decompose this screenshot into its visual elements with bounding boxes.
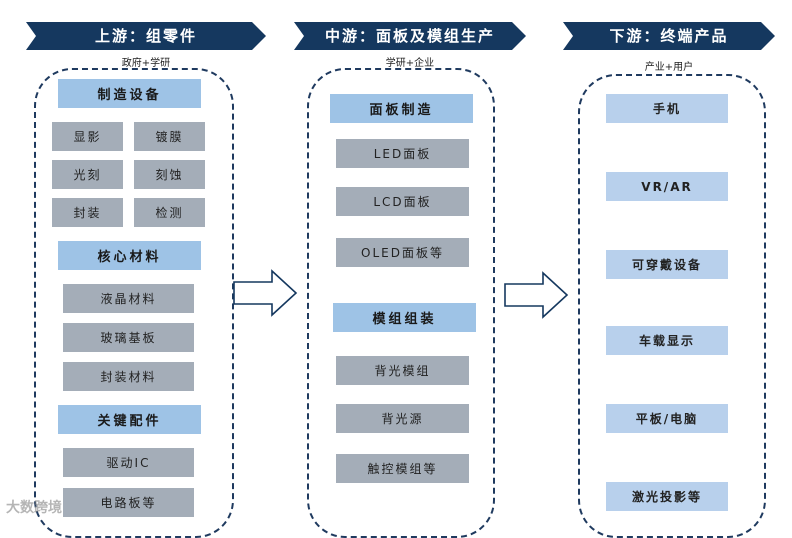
upstream-section-header: 关键配件 [58,405,201,434]
upstream-item: 显影 [52,122,123,151]
midstream-item: OLED面板等 [336,238,469,267]
midstream-banner: 中游：面板及模组生产 [294,22,526,50]
upstream-section-header: 核心材料 [58,241,201,270]
downstream-banner: 下游：终端产品 [563,22,775,50]
upstream-item: 封装材料 [63,362,194,391]
midstream-title: 中游：面板及模组生产 [324,27,495,45]
midstream-item: LCD面板 [336,187,469,216]
downstream-subtitle: 产业+用户 [644,62,694,73]
downstream-item: 手机 [606,94,728,123]
downstream-item: 平板/电脑 [606,404,728,433]
upstream-section-header: 制造设备 [58,79,201,108]
upstream-item: 刻蚀 [134,160,205,189]
upstream-item: 检测 [134,198,205,227]
watermark-text: 大数跨境 [6,500,62,516]
upstream-item: 驱动IC [63,448,194,477]
upstream-item: 电路板等 [63,488,194,517]
banner-shape [26,22,266,50]
upstream-item: 玻璃基板 [63,323,194,352]
downstream-item: 可穿戴设备 [606,250,728,279]
upstream-banner: 上游：组零件 [26,22,266,50]
downstream-item: 车载显示 [606,326,728,355]
midstream-subtitle: 学研+企业 [385,58,435,69]
midstream-item: LED面板 [336,139,469,168]
midstream-item: 背光源 [336,404,469,433]
midstream-section-header: 模组组装 [333,303,476,332]
upstream-title: 上游：组零件 [94,27,197,45]
downstream-title: 下游：终端产品 [609,27,729,45]
midstream-section-header: 面板制造 [330,94,473,123]
upstream-item: 封装 [52,198,123,227]
banner-shape [563,22,775,50]
downstream-frame [578,74,766,538]
midstream-item: 触控模组等 [336,454,469,483]
upstream-item: 光刻 [52,160,123,189]
upstream-item: 液晶材料 [63,284,194,313]
upstream-item: 镀膜 [134,122,205,151]
downstream-item: VR/AR [606,172,728,201]
midstream-item: 背光模组 [336,356,469,385]
banner-shape [294,22,526,50]
flow-arrow-right-icon [233,269,298,317]
upstream-subtitle: 政府+学研 [121,58,171,69]
downstream-item: 激光投影等 [606,482,728,511]
flow-arrow-right-icon [504,271,569,319]
